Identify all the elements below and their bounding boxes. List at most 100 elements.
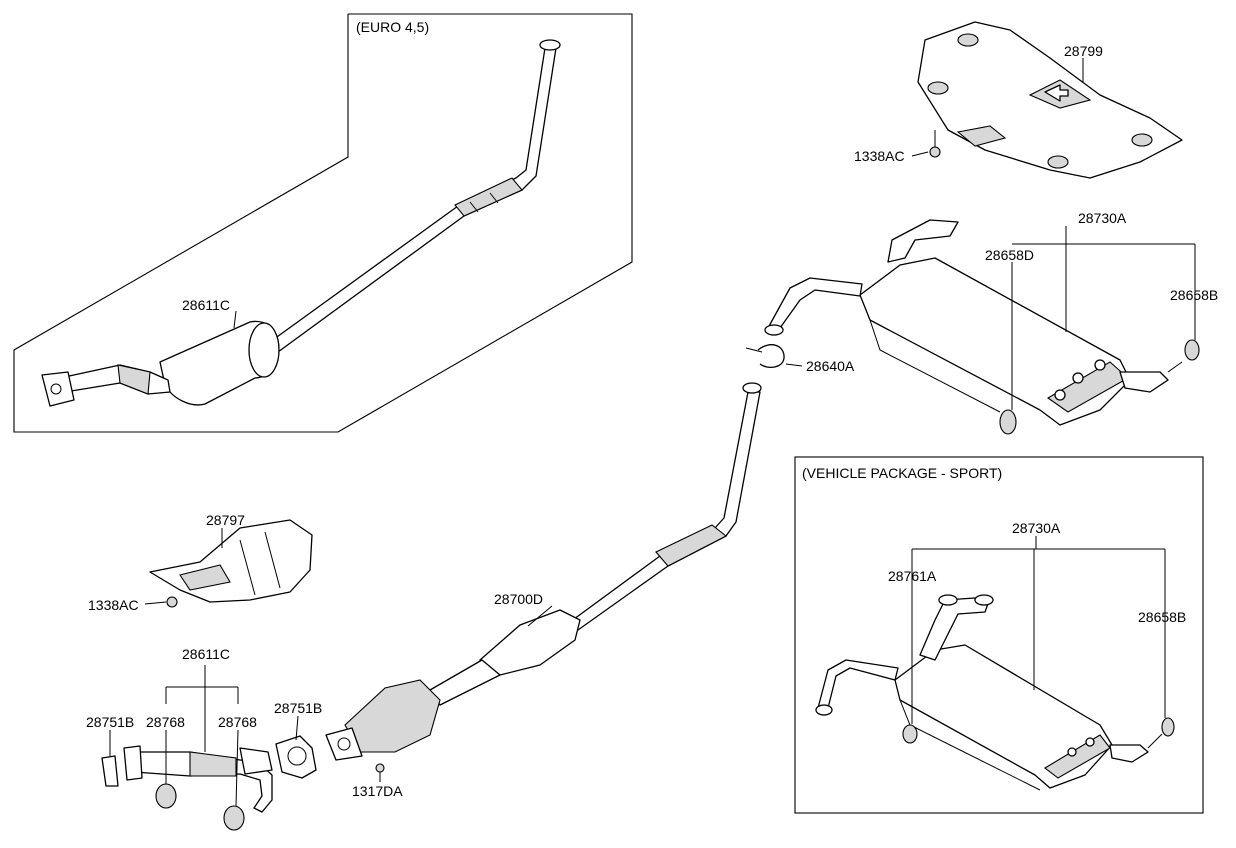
front-heat-shield [149, 519, 313, 608]
label-hanger-b: 28658B [1170, 287, 1218, 303]
label-gasket-right: 28751B [274, 700, 322, 716]
sport-tip-end [938, 594, 958, 606]
nut-icon [166, 596, 178, 608]
gasket-right [275, 735, 317, 779]
front-pipe-flange [239, 747, 273, 775]
shield-mount [1047, 155, 1069, 169]
euro-flex-joint [117, 364, 151, 395]
shield-arrow [1044, 84, 1069, 102]
gasket-left [101, 755, 119, 787]
sport-hanger-rod [1109, 744, 1149, 763]
sport-tail-pipe [817, 659, 899, 709]
euro-front-pipe [59, 364, 171, 395]
flange-left [123, 745, 143, 781]
bracket-bolt [1072, 372, 1084, 384]
label-center-muffler: 28700D [494, 591, 543, 607]
bracket-bolt [1054, 389, 1066, 401]
leader-hanger-right [235, 729, 239, 807]
shield-mount [1131, 133, 1153, 147]
sleeve-band [469, 201, 479, 213]
label-nut-front: 1338AC [88, 597, 139, 613]
sport-hanger-link [1147, 733, 1163, 749]
main-pipe-sleeve [655, 524, 728, 567]
sport-group: (VEHICLE PACKAGE - SPORT) [794, 456, 1204, 814]
label-sport-hanger: 28658B [1138, 609, 1186, 625]
label-nut-rear: 1338AC [854, 148, 905, 164]
label-hanger-left: 28768 [146, 714, 185, 730]
shield-mount [957, 33, 979, 47]
label-muffler-rear: 28730A [1078, 210, 1127, 226]
flange-hole [337, 737, 351, 751]
euro-pipe-assembly [41, 39, 561, 407]
leader-nut-front [144, 601, 167, 605]
center-muffler-28700d [479, 609, 581, 676]
bolt-icon [375, 763, 385, 773]
nut-icon [929, 146, 941, 158]
hanger-rubber-b [1184, 339, 1200, 361]
sport-group-frame [794, 456, 1204, 814]
hanger-rubber-d [999, 409, 1017, 435]
tail-pipe-end [764, 324, 784, 336]
main-pipe-assembly [325, 382, 762, 773]
euro-center-pipe [269, 47, 557, 353]
converter-flange [325, 727, 363, 761]
euro-group: (EURO 4,5) 28611C [13, 13, 633, 433]
label-clamp: 28640A [806, 358, 855, 374]
sleeve-band [489, 192, 499, 204]
rear-tail-pipe [767, 277, 863, 329]
hanger-rubber-left [155, 783, 177, 809]
euro-group-frame [13, 13, 633, 433]
shield-dimple [956, 125, 1007, 147]
leader-center-muffler [527, 605, 553, 627]
front-pipe-assembly [101, 735, 317, 831]
shield-rib [239, 539, 256, 596]
sport-hanger-rubber [1161, 717, 1175, 737]
sport-group-title: (VEHICLE PACKAGE - SPORT) [802, 465, 1002, 481]
leader-nut-rear [911, 151, 929, 157]
sport-tip-end [974, 594, 994, 606]
euro-flange [41, 371, 75, 407]
heat-shield-28797 [149, 519, 313, 603]
inlet-pipe [887, 219, 959, 263]
front-pipe-flex [189, 751, 237, 777]
sport-tail-end [815, 704, 833, 716]
hanger-link [1167, 361, 1183, 373]
euro-pipe-sleeve [454, 177, 523, 217]
label-euro-center-pipe: 28611C [182, 297, 230, 313]
sport-lower-rubber [902, 724, 918, 744]
label-sport-muffler: 28730A [1012, 520, 1061, 536]
label-hanger-d: 28658D [985, 247, 1034, 263]
rear-muffler-body [859, 257, 1131, 426]
leader-gasket-right [295, 715, 299, 741]
sport-bracket-bolt [1067, 747, 1077, 757]
main-pipe-end [742, 382, 762, 394]
euro-group-title: (EURO 4,5) [356, 19, 429, 35]
label-front-pipe: 28611C [182, 646, 230, 662]
shield-mount [927, 81, 949, 95]
clamp-28640a [757, 344, 785, 369]
center-muffler-pipe [569, 391, 761, 631]
rear-muffler-assembly [745, 219, 1200, 435]
label-heat-shield-rear: 28799 [1064, 43, 1103, 59]
shield-vent [179, 564, 231, 591]
connector-pipe [429, 659, 501, 706]
euro-muffler-end [248, 322, 280, 378]
gasket-hole [287, 746, 307, 766]
shield-rib [264, 531, 281, 589]
rear-heat-shield [917, 21, 1183, 179]
euro-flange-hole [50, 383, 62, 395]
clamp-bolt [745, 347, 763, 353]
hanger-rubber-right [223, 805, 245, 831]
label-bolt: 1317DA [352, 783, 403, 799]
leader-clamp [785, 363, 803, 367]
sport-bracket-bolt [1085, 737, 1095, 747]
euro-pipe-end [539, 39, 561, 51]
muffler-hanger-rod [1119, 371, 1169, 393]
catalytic-converter [344, 679, 441, 753]
label-sport-tail: 28761A [888, 568, 937, 584]
label-hanger-right: 28768 [218, 714, 257, 730]
label-gasket-left: 28751B [86, 714, 134, 730]
label-heat-shield-front: 28797 [206, 512, 245, 528]
muffler-heat-guard [869, 319, 1001, 413]
